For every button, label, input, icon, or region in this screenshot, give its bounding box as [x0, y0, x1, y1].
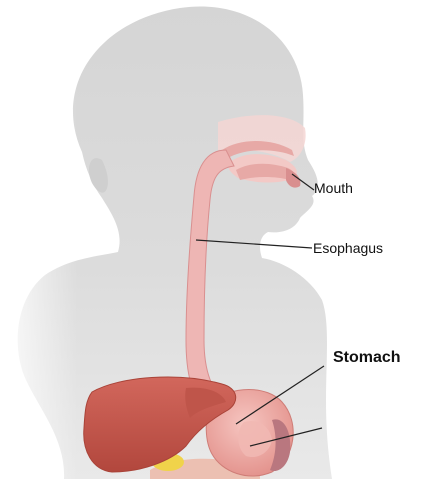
mouth-label: Mouth [314, 181, 353, 195]
esophagus-label: Esophagus [313, 241, 383, 255]
stomach-label: Stomach [333, 350, 401, 366]
abdominal-organs [84, 377, 293, 479]
